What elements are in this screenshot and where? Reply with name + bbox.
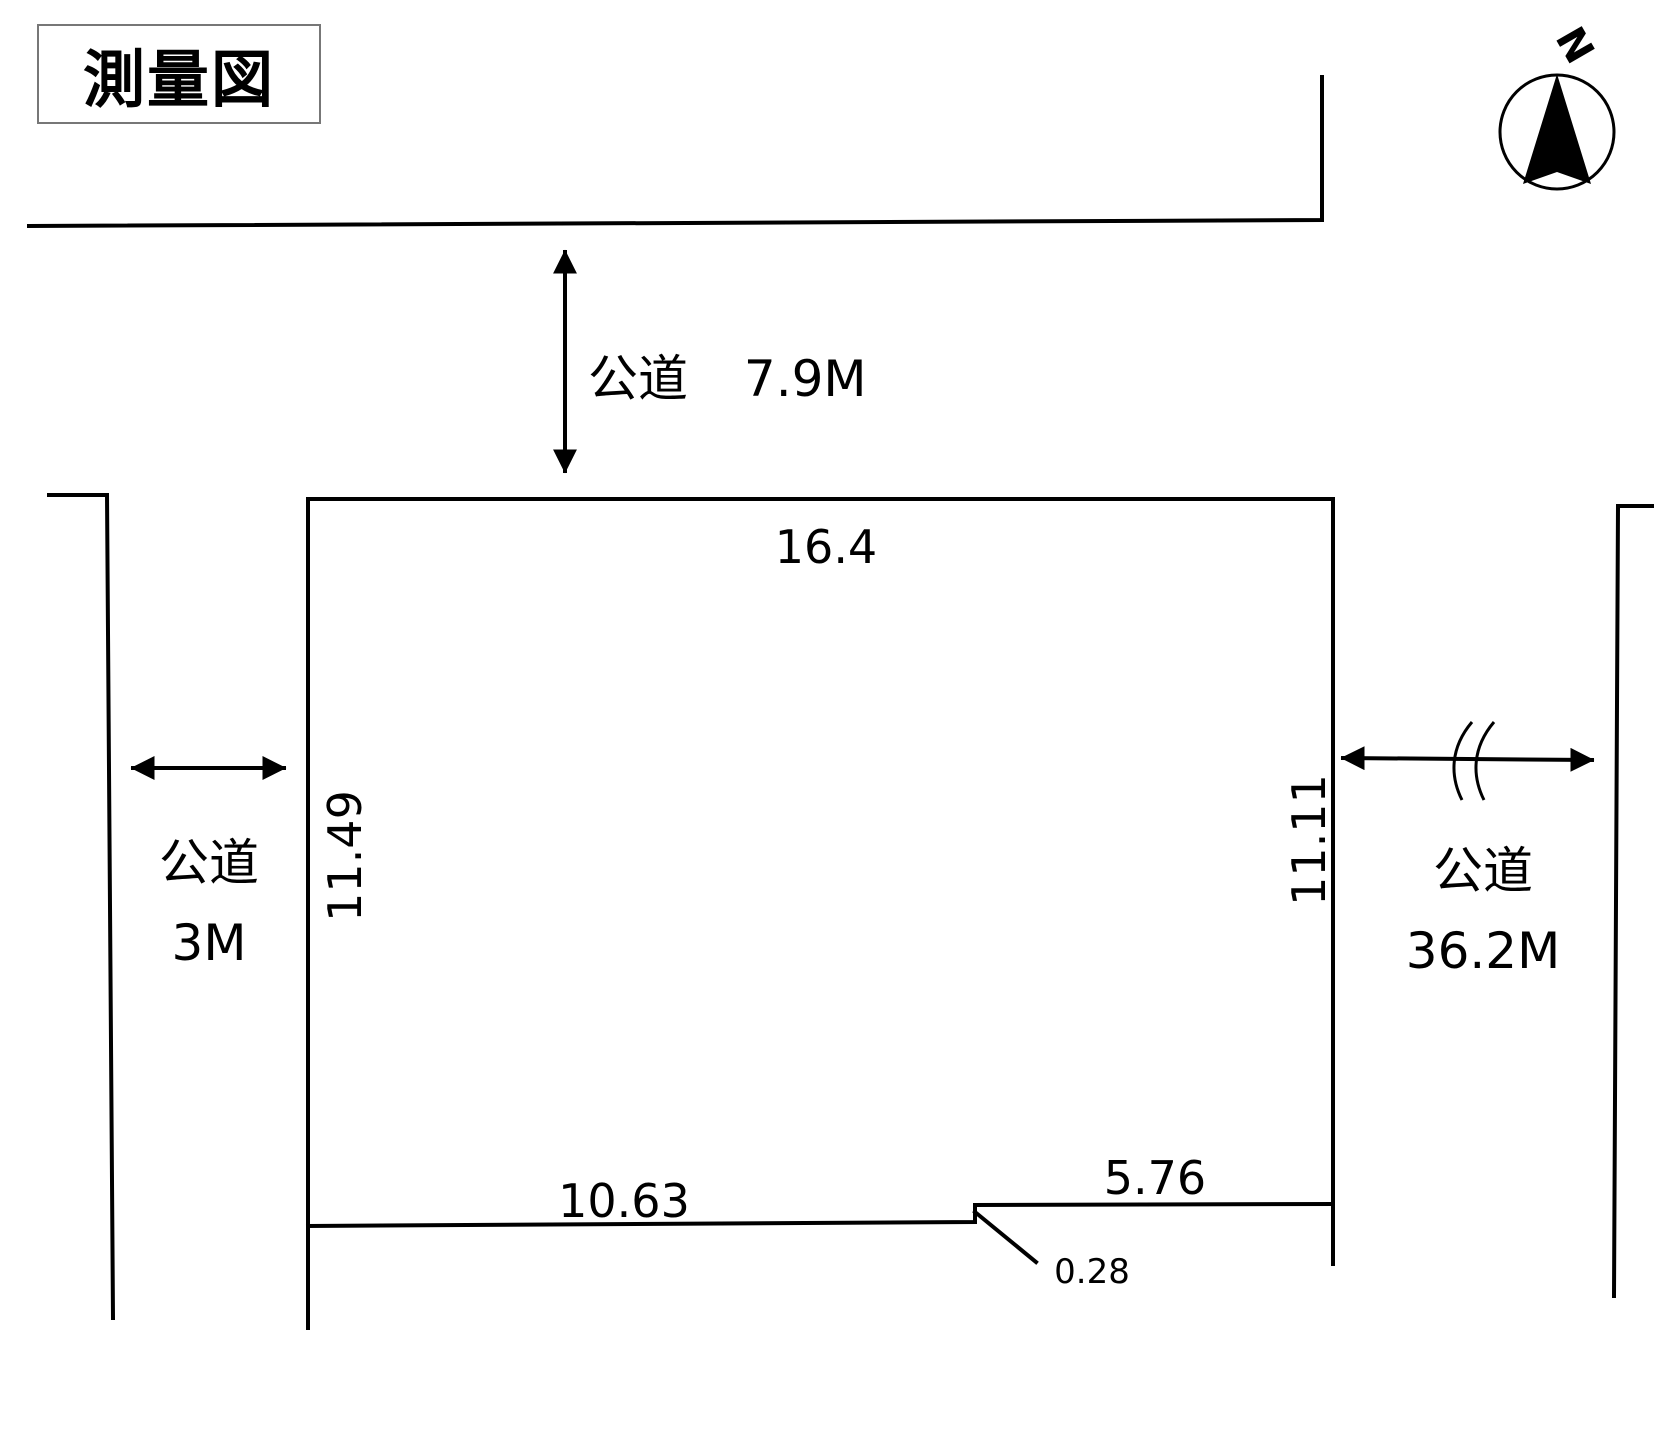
dimension-top: 16.4: [775, 520, 877, 574]
north-road-width: 7.9M: [744, 350, 867, 408]
north-road-name: 公道: [588, 350, 688, 408]
north-compass-icon: N: [1498, 20, 1616, 191]
dimension-left: 11.49: [318, 790, 372, 922]
east-road-width: 36.2M: [1406, 922, 1560, 980]
title-box: 測量図: [37, 24, 321, 124]
dimension-bottom-left: 10.63: [558, 1174, 690, 1228]
step-leader-line: [972, 1209, 1039, 1265]
west-road-width: 3M: [172, 914, 247, 972]
east-road-arrow: [1340, 746, 1595, 772]
dimension-step: 0.28: [1054, 1252, 1130, 1292]
lot-boundary: [306, 497, 1335, 1330]
dimension-bottom-right: 5.76: [1104, 1151, 1206, 1205]
west-road-name: 公道: [159, 834, 259, 892]
lot-bottom-edge: [305, 1201, 1336, 1229]
north-road-edge: [26, 75, 1324, 229]
west-road-outer-edge: [47, 493, 116, 1321]
east-road-name: 公道: [1433, 842, 1533, 900]
dimension-right: 11.11: [1282, 774, 1336, 906]
north-road-label: 公道 7.9M: [588, 350, 867, 408]
north-letter: N: [1546, 20, 1603, 72]
east-road-outer-edge: [1611, 504, 1654, 1299]
page-title: 測量図: [82, 43, 275, 116]
break-mark-icon: [1452, 721, 1496, 801]
